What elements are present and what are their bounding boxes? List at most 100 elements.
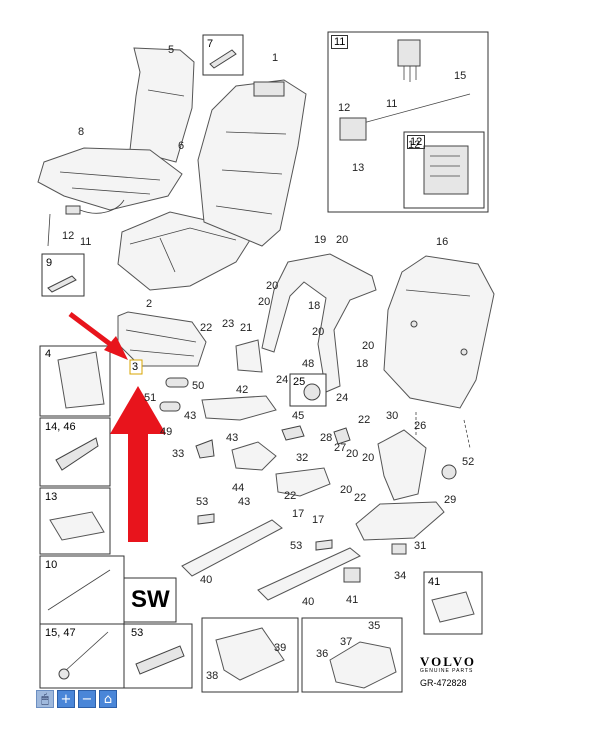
minus-icon[interactable]: −: [78, 690, 96, 708]
callout-36: 36: [316, 648, 329, 660]
callout-13: 13: [352, 162, 365, 174]
small-part-45: [281, 425, 305, 441]
inset-label-box-25: 25: [293, 376, 306, 388]
callout-20-2: 20: [266, 280, 279, 292]
callout-22-3: 22: [284, 490, 297, 502]
callout-42: 42: [236, 384, 249, 396]
connector-11-12: [47, 199, 125, 247]
callout-6: 6: [178, 140, 185, 152]
callout-26: 26: [414, 420, 427, 432]
clip-41: [343, 567, 361, 583]
callout-34: 34: [394, 570, 407, 582]
callout-27: 27: [334, 442, 347, 454]
callout-43-3: 43: [238, 496, 251, 508]
callout-43: 43: [184, 410, 197, 422]
bracket-44: [231, 441, 277, 471]
callout-22-4: 22: [354, 492, 367, 504]
viewer-toolbar: 🖱 + − ⌂: [36, 690, 117, 708]
inset-15-47: [39, 623, 125, 689]
callout-50: 50: [192, 380, 205, 392]
bolt-52: [463, 419, 471, 449]
callout-41: 41: [346, 594, 359, 606]
cursor-icon[interactable]: 🖱: [36, 690, 54, 708]
callout-29: 29: [444, 494, 457, 506]
inset-label-box-7: 7: [207, 38, 214, 50]
bushing-29: [441, 464, 457, 480]
knob-51: [159, 401, 181, 412]
inset-label-box-53: 53: [131, 627, 144, 639]
callout-12: 12: [62, 230, 75, 242]
inset-14-46: [39, 417, 111, 487]
callout-20-8: 20: [340, 484, 353, 496]
callout-53-2: 53: [290, 540, 303, 552]
inset-9: [41, 253, 85, 297]
inset-label-box-12: 12: [407, 135, 426, 149]
callout-17: 17: [292, 508, 305, 520]
seat-rail-left: [181, 519, 283, 577]
callout-20-6: 20: [346, 448, 359, 460]
inset-25: [289, 373, 327, 407]
callout-53: 53: [196, 496, 209, 508]
seat-cushion: [117, 211, 251, 291]
inset-label-box-15-47: 15, 47: [45, 627, 76, 639]
brand-ref: GR-472828: [420, 678, 467, 688]
backrest-frame: [383, 255, 495, 409]
callout-20-4: 20: [312, 326, 325, 338]
inset-13: [39, 487, 111, 555]
callout-17-2: 17: [312, 514, 325, 526]
callout-44: 44: [232, 482, 245, 494]
inset-label-box-11: 11: [331, 35, 349, 49]
inset-38-39: [201, 617, 299, 693]
inset-label-box-9: 9: [46, 257, 53, 269]
callout-20: 20: [336, 234, 349, 246]
callout-22: 22: [200, 322, 213, 334]
red-arrow-diagonal: [68, 312, 128, 360]
callout-22-2: 22: [358, 414, 371, 426]
inset-label-box-13: 13: [45, 491, 58, 503]
callout-33: 33: [172, 448, 185, 460]
side-frame: [261, 253, 377, 393]
inset-label-box-4: 4: [45, 348, 52, 360]
seat-heating-mat: [37, 147, 183, 211]
callout-15: 15: [454, 70, 467, 82]
callout-20-3: 20: [258, 296, 271, 308]
callout-19: 19: [314, 234, 327, 246]
home-icon[interactable]: ⌂: [99, 690, 117, 708]
inset-53: [123, 623, 193, 689]
inset-label-box-10: 10: [45, 559, 58, 571]
callout-12-2: 12: [338, 102, 351, 114]
bracket-21-23: [235, 339, 263, 373]
callout-28: 28: [320, 432, 333, 444]
backrest-cover: [197, 79, 307, 247]
cap-53-a: [197, 513, 215, 525]
bracket-30: [377, 429, 427, 501]
callout-21: 21: [240, 322, 253, 334]
plus-icon[interactable]: +: [57, 690, 75, 708]
inset-label-box-41: 41: [428, 576, 441, 588]
callout-2: 2: [146, 298, 153, 310]
inset-7: [202, 34, 244, 76]
callout-49: 49: [160, 426, 173, 438]
callout-1: 1: [272, 52, 279, 64]
callout-18: 18: [308, 300, 321, 312]
callout-24-2: 24: [336, 392, 349, 404]
callout-35: 35: [368, 620, 381, 632]
callout-31: 31: [414, 540, 427, 552]
part-28-27: [333, 427, 351, 445]
inset-41: [423, 571, 483, 635]
callout-51: 51: [144, 392, 157, 404]
callout-52: 52: [462, 456, 475, 468]
callout-30: 30: [386, 410, 399, 422]
inset-label-box-3: 3: [132, 361, 139, 373]
inset-label-box-14-46: 14, 46: [45, 421, 76, 433]
callout-20-5: 20: [362, 340, 375, 352]
inset-10: [39, 555, 125, 625]
callout-40: 40: [200, 574, 213, 586]
inset-sw: [123, 577, 177, 623]
seat-rail-right: [257, 547, 361, 601]
brand-sub: GENUINE PARTS: [420, 668, 474, 674]
clip-34: [391, 543, 407, 555]
callout-16: 16: [436, 236, 449, 248]
